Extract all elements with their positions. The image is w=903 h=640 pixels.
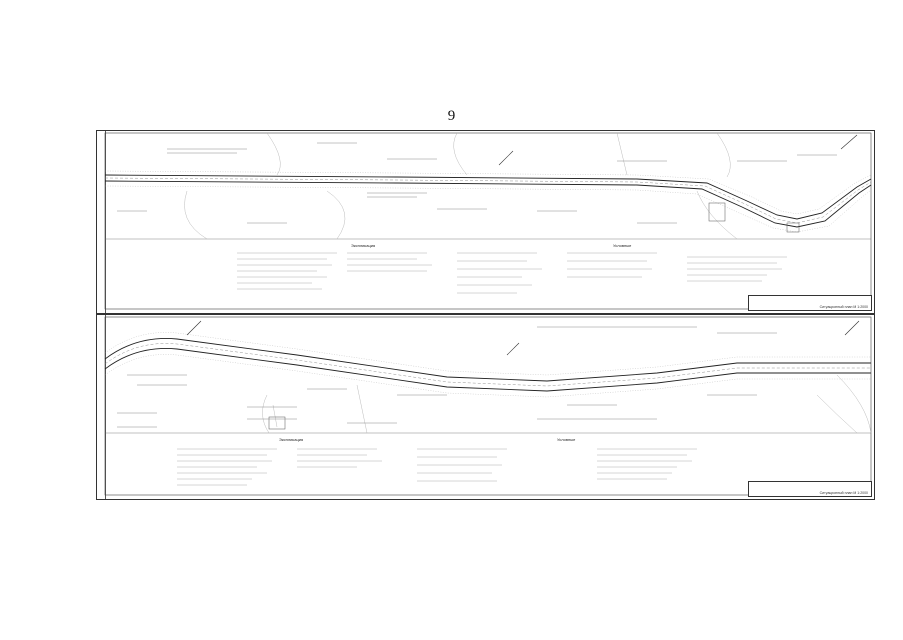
legend-title-symbols: Условные [557, 437, 576, 442]
sheet-side-strip [97, 131, 106, 313]
title-block-label: Ситуационный план М 1:2000 [819, 491, 868, 495]
road-plan-drawing-bottom [104, 316, 872, 496]
legend-title-explication: Экспликация [279, 437, 304, 442]
road-plan-drawing-top [104, 132, 872, 310]
legend-title-symbols: Условные [613, 243, 632, 248]
title-block-stamp [748, 295, 872, 311]
map-sheet-top: Экспликация Условные Ситуационный план М… [96, 130, 875, 314]
sheet-side-strip [97, 315, 106, 499]
title-block-stamp [748, 481, 872, 497]
title-block-label: Ситуационный план М 1:2000 [819, 305, 868, 309]
legend-title-explication: Экспликация [351, 243, 376, 248]
page-number: 9 [447, 108, 456, 124]
map-sheet-bottom: Экспликация Условные Ситуационный план М… [96, 314, 875, 500]
